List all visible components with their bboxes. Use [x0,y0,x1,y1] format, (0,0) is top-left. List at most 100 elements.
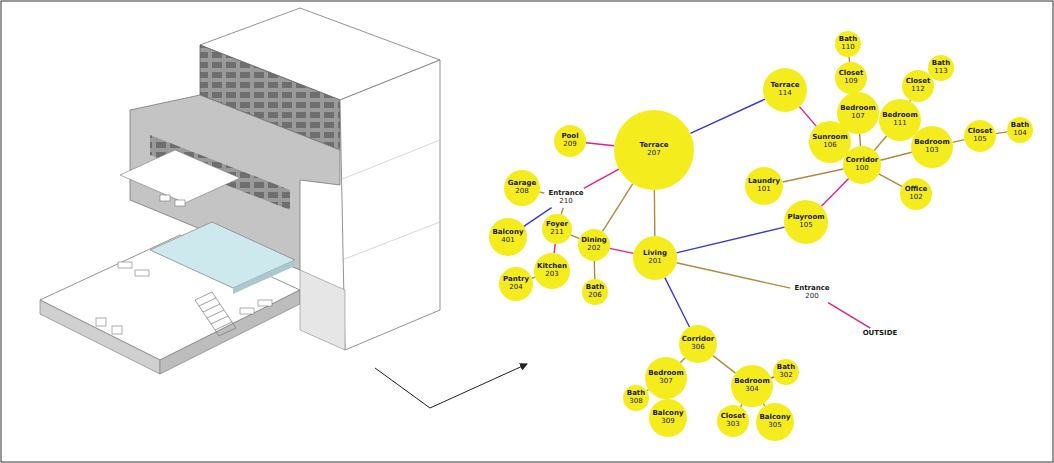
room-name: Playroom [788,214,825,222]
room-number: 201 [648,258,661,266]
room-number: 103 [925,147,938,155]
adjacency-line [586,143,614,146]
adjacency-line [561,208,563,215]
room-name: Kitchen [537,263,567,271]
adjacency-line [676,263,790,288]
room-name: Corridor [682,336,715,344]
adjacency-line [603,184,633,232]
room-name: Garage [508,180,536,188]
room-name: Dining [581,237,607,245]
adjacency-line [554,244,555,253]
room-number: 100 [855,165,868,173]
room-number: 105 [973,136,986,144]
room-circle: Balcony309 [649,399,687,437]
room-name: Bath [839,36,857,44]
adjacency-line [654,190,656,236]
room-number: 109 [844,78,857,86]
room-name: Balcony [760,414,791,422]
room-name: Terrace [770,82,799,90]
room-circle: Terrace114 [763,68,807,112]
room-name: Entrance [548,190,583,198]
pointer-arrow [375,364,527,408]
room-circle: Terrace207 [614,110,694,190]
room-circle: Closet109 [835,62,867,94]
room-number: 111 [893,120,906,128]
room-circle: Balcony305 [756,403,794,441]
room-circle: Bath110 [835,31,861,57]
room-name: Bedroom [840,105,875,113]
room-number: 305 [768,422,781,430]
room-circle: Foyer211 [542,214,572,244]
room-label: OUTSIDE [860,329,901,339]
adjacency-line [584,169,619,188]
room-number: 206 [588,292,601,300]
room-name: Balcony [653,410,684,418]
room-circle: Corridor306 [679,325,717,363]
room-circle: Balcony401 [489,218,527,256]
adjacency-line [821,179,848,207]
room-number: 303 [726,421,739,429]
room-number: 202 [587,245,600,253]
room-name: OUTSIDE [863,330,898,338]
room-circle: Office102 [900,178,932,210]
adjacency-line [874,136,886,150]
adjacency-line [799,107,816,126]
room-number: 204 [509,284,522,292]
adjacency-line [996,132,1007,134]
room-circle: Bath206 [582,279,608,305]
adjacency-line [665,278,690,327]
room-circle: Bath308 [623,385,649,411]
room-name: Pool [561,133,578,141]
room-label: Entrance210 [545,189,586,206]
room-number: 302 [779,372,792,380]
room-number: 104 [1013,130,1026,138]
room-number: 107 [851,113,864,121]
room-number: 113 [934,68,947,76]
room-circle: Bedroom103 [911,126,953,168]
room-circle: Pantry204 [499,267,533,301]
room-name: Laundry [748,178,780,186]
room-circle: Kitchen203 [534,253,570,289]
room-circle: Playroom105 [784,200,828,244]
room-name: Closet [906,78,931,86]
room-name: Office [905,186,928,194]
room-name: Bath [627,390,645,398]
room-number: 112 [911,86,924,94]
room-circle: Bedroom307 [645,357,687,399]
room-circle: Bath104 [1007,117,1033,143]
adjacency-line [680,358,685,363]
room-name: Bedroom [882,112,917,120]
adjacency-line [610,248,634,253]
room-name: Bath [1011,122,1029,130]
room-number: 203 [545,271,558,279]
room-number: 110 [841,44,854,52]
adjacency-line [783,169,844,182]
room-circle: Laundry101 [745,167,783,205]
room-name: Bedroom [914,139,949,147]
adjacency-line [690,99,765,133]
room-circle: Bedroom304 [731,365,773,407]
room-name: Entrance [794,285,829,293]
room-name: Bedroom [648,370,683,378]
adjacency-line [594,261,596,279]
room-number: 106 [823,142,836,150]
room-name: Balcony [493,229,524,237]
room-number: 304 [745,386,758,394]
adjacency-line [540,192,545,193]
room-circle: Living201 [633,236,677,280]
room-number: 114 [778,90,791,98]
room-name: Bedroom [734,378,769,386]
room-name: Foyer [546,221,568,229]
room-circle: Dining202 [578,229,610,261]
adjacency-line [571,235,580,239]
room-name: Corridor [846,157,879,165]
room-name: Bath [777,364,795,372]
room-circle: Garage208 [504,170,540,206]
room-circle: Pool209 [554,125,586,157]
room-number: 401 [501,237,514,245]
room-name: Closet [839,70,864,78]
adjacency-line [859,134,861,146]
